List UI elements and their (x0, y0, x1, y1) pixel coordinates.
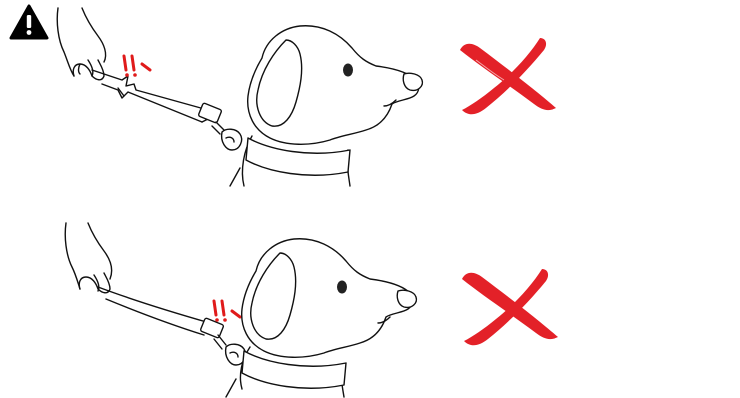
leash-twisted (98, 287, 246, 365)
dog-illustration (226, 239, 416, 397)
hand-illustration (57, 8, 105, 80)
hand-illustration (65, 223, 111, 293)
panel-torn-leash (0, 0, 740, 199)
double-exclamation-icon (214, 301, 240, 322)
panel-top-drawing (0, 0, 740, 199)
panel-bottom-drawing (0, 199, 740, 398)
red-cross-icon (462, 269, 558, 345)
panel-twisted-leash (0, 199, 740, 398)
red-cross-icon (460, 38, 556, 114)
warning-triangle-icon (11, 6, 47, 38)
leash-torn (92, 70, 242, 150)
dog-illustration (230, 26, 422, 186)
double-exclamation-icon (124, 56, 150, 77)
